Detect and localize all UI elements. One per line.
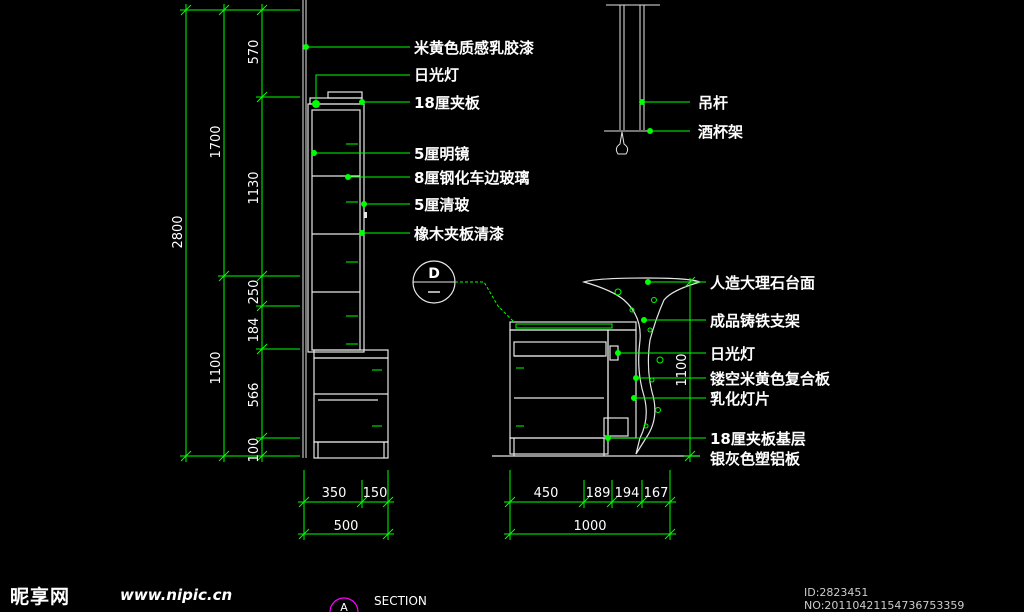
dim-570: 570 <box>247 40 262 65</box>
image-id-text: ID:2823451 NO:20110421154736753359 <box>804 586 965 612</box>
bar-counter <box>492 321 700 457</box>
left-display-cabinet <box>307 91 389 459</box>
dim-566: 566 <box>247 383 262 408</box>
section-title: SECTION <box>374 594 427 608</box>
dim-194: 194 <box>615 486 640 501</box>
dim-100: 100 <box>247 438 262 463</box>
dim-1700: 1700 <box>209 125 224 158</box>
watermark-logo-text: 昵享网 <box>10 586 71 608</box>
dim-1100-right: 1100 <box>675 353 690 386</box>
dim-500: 500 <box>334 519 359 534</box>
dim-189: 189 <box>586 486 611 501</box>
label-8mm-tempered-glass: 8厘钢化车边玻璃 <box>414 169 529 187</box>
pendant-rack <box>604 4 660 155</box>
dim-1130: 1130 <box>247 171 262 204</box>
left-leaders <box>306 46 410 234</box>
dim-184: 184 <box>247 318 262 343</box>
label-glass-rack: 酒杯架 <box>698 123 743 141</box>
dim-350: 350 <box>322 486 347 501</box>
left-horizontal-dimensions <box>298 470 394 540</box>
left-leader-dots <box>303 44 367 236</box>
bar-hardware <box>515 323 613 427</box>
right-material-labels: 人造大理石台面 成品铸铁支架 日光灯 镂空米黄色复合板 乳化灯片 18厘夹板基层… <box>710 274 831 468</box>
dim-150: 150 <box>363 486 388 501</box>
left-wall <box>302 0 307 458</box>
label-diffuser-sheet: 乳化灯片 <box>710 390 770 408</box>
label-18mm-plywood-base: 18厘夹板基层 <box>710 430 806 448</box>
section-marker-a: A <box>329 597 359 612</box>
dim-250: 250 <box>247 280 262 305</box>
label-18mm-plywood: 18厘夹板 <box>414 94 481 112</box>
label-fluorescent-lamp-right: 日光灯 <box>710 345 755 363</box>
section-marker-d: D <box>412 260 515 323</box>
label-5mm-mirror: 5厘明镜 <box>414 145 469 163</box>
left-glass-marks <box>312 100 367 218</box>
marble-top-bracket <box>581 277 702 455</box>
left-cabinet-hardware <box>346 143 382 427</box>
left-material-labels: 米黄色质感乳胶漆 日光灯 18厘夹板 5厘明镜 8厘钢化车边玻璃 5厘清玻 橡木… <box>414 39 534 243</box>
section-marker-a-letter: A <box>340 601 348 612</box>
bracket-ornaments <box>614 288 664 429</box>
pendant-leaders <box>642 101 690 132</box>
pendant-leader-dots <box>639 99 653 134</box>
label-aluminum-composite: 银灰色塑铝板 <box>710 450 801 468</box>
right-leader-dots <box>605 279 651 441</box>
label-fluorescent-lamp-left: 日光灯 <box>414 66 459 84</box>
dim-1000: 1000 <box>573 519 606 534</box>
section-marker-d-letter: D <box>428 266 440 282</box>
label-latex-paint: 米黄色质感乳胶漆 <box>414 39 534 57</box>
label-5mm-clear-glass: 5厘清玻 <box>414 196 470 214</box>
left-vertical-dimensions <box>180 4 300 462</box>
dim-450: 450 <box>534 486 559 501</box>
label-perforated-panel: 镂空米黄色复合板 <box>710 370 831 388</box>
watermark-url: www.nipic.cn <box>120 586 233 604</box>
dim-2800: 2800 <box>171 215 186 248</box>
right-leaders <box>608 281 706 439</box>
left-vertical-dim-texts: 2800 1700 1100 570 1130 250 184 566 100 <box>171 40 262 463</box>
label-cast-iron-bracket: 成品铸铁支架 <box>710 312 800 330</box>
label-hanging-rod: 吊杆 <box>698 94 728 112</box>
label-artificial-marble: 人造大理石台面 <box>710 274 815 292</box>
label-oak-veneer: 橡木夹板清漆 <box>414 225 504 243</box>
dim-167: 167 <box>644 486 669 501</box>
right-horizontal-dimensions <box>504 470 676 540</box>
dim-1100-left: 1100 <box>209 351 224 384</box>
